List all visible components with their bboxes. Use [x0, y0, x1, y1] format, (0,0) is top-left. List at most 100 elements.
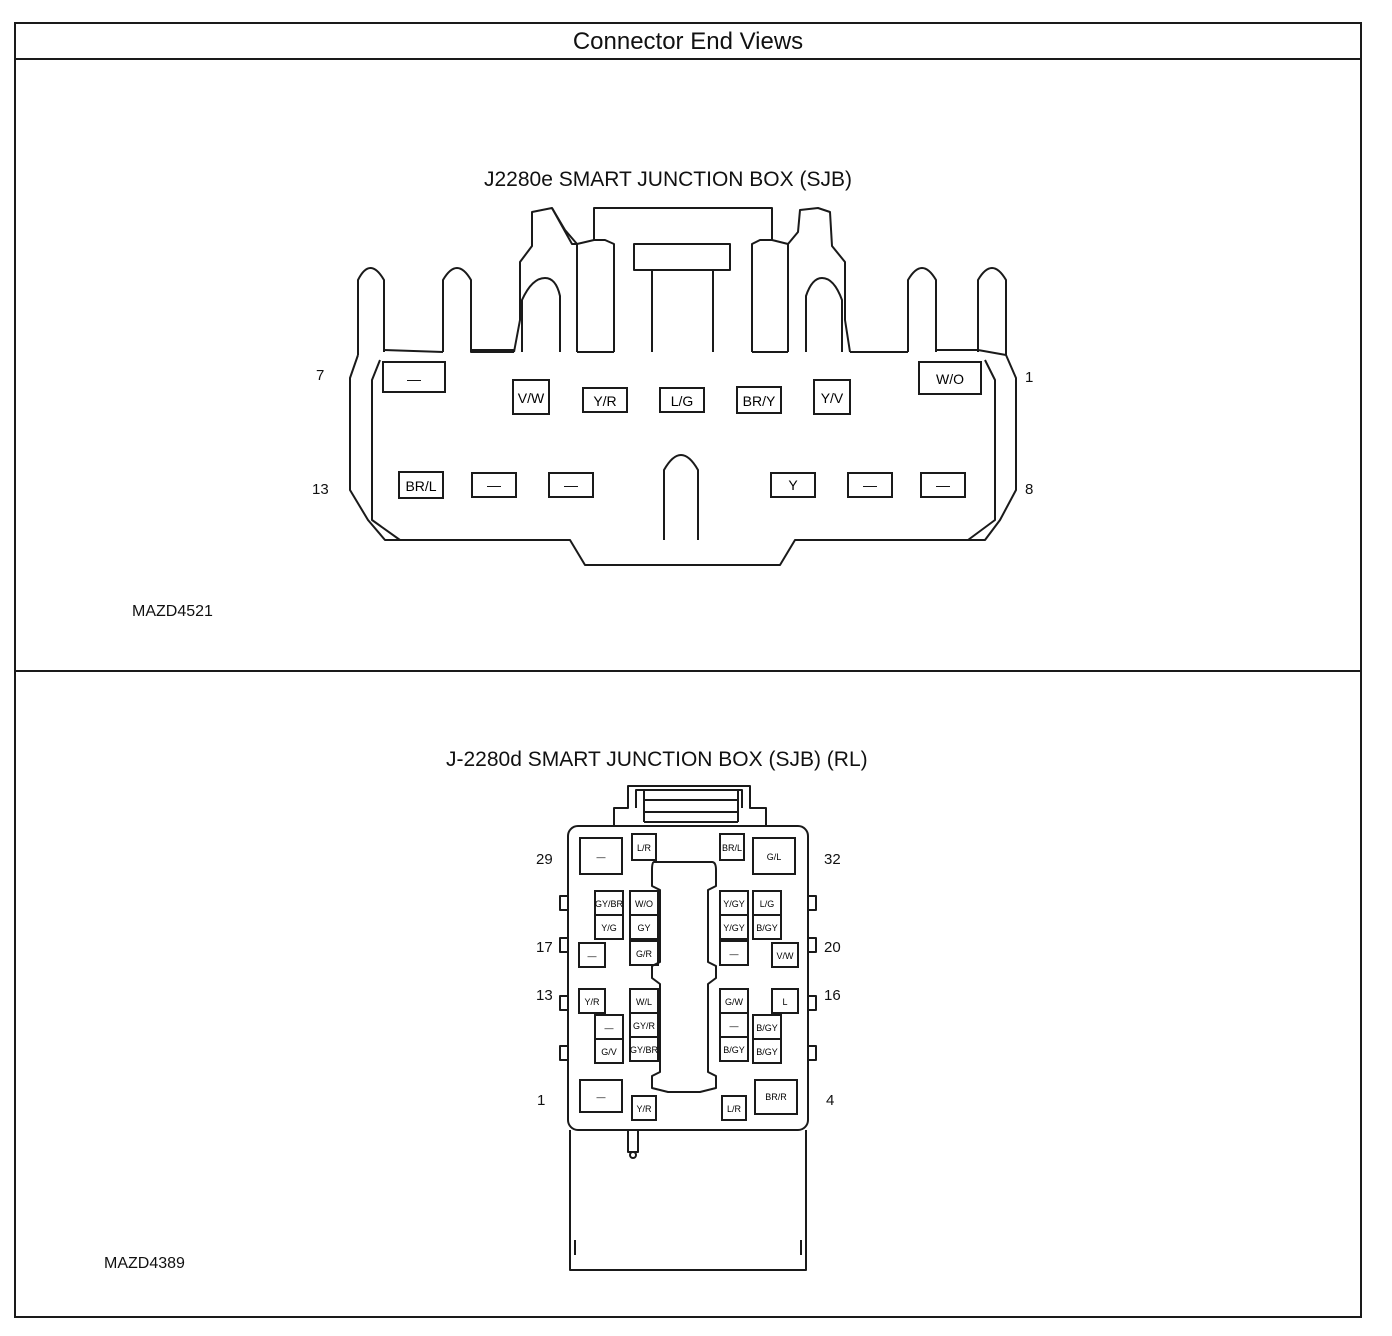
top-cavity-12: —	[471, 472, 517, 498]
bottom-cavity-label: Y/G	[601, 923, 617, 933]
bottom-cavity-label: B/GY	[756, 923, 778, 933]
bottom-cavity-label: BR/R	[765, 1092, 787, 1102]
bottom-cavity: L/G	[752, 890, 782, 916]
bottom-cavity-label: BR/L	[722, 843, 742, 853]
bottom-cavity-label: —	[730, 1021, 739, 1031]
top-cavity-9-label: —	[863, 477, 877, 493]
top-cavity-6-label: V/W	[518, 390, 545, 406]
bottom-pin-16: 16	[824, 987, 841, 1004]
bottom-cavity: B/GY	[719, 1036, 749, 1062]
bottom-cavity: Y/GY	[719, 890, 749, 916]
section-divider	[16, 670, 1360, 672]
bottom-cavity: B/GY	[752, 1014, 782, 1040]
bottom-cavity: —	[594, 1014, 624, 1040]
bottom-cavity-label: Y/R	[584, 997, 600, 1007]
bottom-cavity-label: W/L	[636, 997, 652, 1007]
bottom-cavity: Y/R	[578, 988, 606, 1014]
top-pin-8: 8	[1025, 481, 1034, 498]
bottom-cavity: —	[578, 942, 606, 968]
top-cavity-13: BR/L	[398, 471, 444, 499]
top-cavity-6: V/W	[512, 379, 550, 415]
top-cavity-7: —	[382, 361, 446, 393]
bottom-cavity-label: L/R	[637, 843, 652, 853]
top-pin-13: 13	[312, 481, 329, 498]
bottom-cavity: Y/GY	[719, 914, 749, 940]
bottom-connector-housing	[559, 785, 817, 1271]
page-header: Connector End Views	[16, 24, 1360, 60]
top-cavity-5-label: Y/R	[593, 393, 616, 409]
top-cavity-3: BR/Y	[736, 386, 782, 414]
bottom-cavity-label: L/R	[727, 1104, 742, 1114]
bottom-cavity-label: —	[730, 949, 739, 959]
bottom-cavity: G/L	[752, 837, 796, 875]
top-cavity-8: —	[920, 472, 966, 498]
bottom-cavity: Y/G	[594, 914, 624, 940]
bottom-cavity: GY/BR	[594, 890, 624, 916]
top-cavity-1-label: W/O	[936, 371, 964, 387]
top-cavity-3-label: BR/Y	[743, 393, 776, 409]
bottom-cavity: L/R	[631, 833, 657, 861]
bottom-cavity-label: GY/BR	[595, 899, 624, 909]
bottom-cavity-label: W/O	[635, 899, 653, 909]
bottom-cavity: W/O	[629, 890, 659, 916]
bottom-cavity: Y/R	[631, 1095, 657, 1121]
bottom-cavity-label: B/GY	[756, 1047, 778, 1057]
bottom-pin-1: 1	[537, 1092, 546, 1109]
bottom-cavity-label: GY/R	[633, 1021, 656, 1031]
bottom-cavity: V/W	[771, 942, 799, 968]
top-cavity-2-label: Y/V	[821, 390, 844, 406]
bottom-cavity: —	[579, 837, 623, 875]
top-cavity-7-label: —	[407, 371, 421, 387]
bottom-cavity-label: Y/GY	[723, 923, 745, 933]
bottom-cavity-label: GY	[637, 923, 650, 933]
bottom-cavity: G/R	[629, 940, 659, 966]
bottom-cavity-label: V/W	[777, 951, 795, 961]
bottom-cavity-label: B/GY	[723, 1045, 745, 1055]
top-cavity-13-label: BR/L	[405, 478, 436, 494]
bottom-cavity: —	[719, 940, 749, 966]
top-cavity-11: —	[548, 472, 594, 498]
bottom-pin-20: 20	[824, 939, 841, 956]
bottom-pin-29: 29	[536, 851, 553, 868]
bottom-cavity: B/GY	[752, 1038, 782, 1064]
top-cavity-1: W/O	[918, 361, 982, 395]
bottom-pin-4: 4	[826, 1092, 835, 1109]
bottom-cavity: GY/R	[629, 1012, 659, 1038]
bottom-cavity-label: B/GY	[756, 1023, 778, 1033]
bottom-cavity: BR/L	[719, 833, 745, 861]
bottom-cavity-label: —	[597, 1092, 606, 1102]
bottom-cavity-label: G/L	[767, 852, 782, 862]
top-connector-housing	[349, 207, 1017, 566]
bottom-pin-32: 32	[824, 851, 841, 868]
bottom-cavity: BR/R	[754, 1079, 798, 1115]
bottom-cavity: L/R	[721, 1095, 747, 1121]
bottom-cavity: G/W	[719, 988, 749, 1014]
bottom-cavity-label: —	[597, 852, 606, 862]
top-cavity-2: Y/V	[813, 379, 851, 415]
top-cavity-10-label: Y	[788, 477, 798, 493]
bottom-cavity: L	[771, 988, 799, 1014]
top-connector-title: J2280e SMART JUNCTION BOX (SJB)	[484, 168, 852, 191]
bottom-cavity-label: Y/GY	[723, 899, 745, 909]
top-cavity-10: Y	[770, 472, 816, 498]
diagram-frame: Connector End Views	[14, 22, 1362, 1318]
bottom-cavity: —	[579, 1079, 623, 1113]
top-cavity-5: Y/R	[582, 387, 628, 413]
bottom-cavity-label: G/W	[725, 997, 744, 1007]
bottom-cavity-label: G/R	[636, 949, 653, 959]
top-cavities-row-1: — V/W Y/R L/G BR/Y Y/V W/O	[382, 361, 982, 415]
top-cavity-12-label: —	[487, 477, 501, 493]
bottom-connector-title: J-2280d SMART JUNCTION BOX (SJB) (RL)	[446, 748, 868, 771]
top-cavity-9: —	[847, 472, 893, 498]
bottom-pin-17: 17	[536, 939, 553, 956]
bottom-cavity-label: GY/BR	[630, 1045, 659, 1055]
bottom-cavity: B/GY	[752, 914, 782, 940]
bottom-pin-13: 13	[536, 987, 553, 1004]
bottom-cavity-label: —	[605, 1023, 614, 1033]
bottom-cavity: GY	[629, 914, 659, 940]
bottom-cavity: —	[719, 1012, 749, 1038]
bottom-cavity-label: L	[782, 997, 787, 1007]
bottom-cavity: GY/BR	[629, 1036, 659, 1062]
top-pin-1: 1	[1025, 369, 1034, 386]
